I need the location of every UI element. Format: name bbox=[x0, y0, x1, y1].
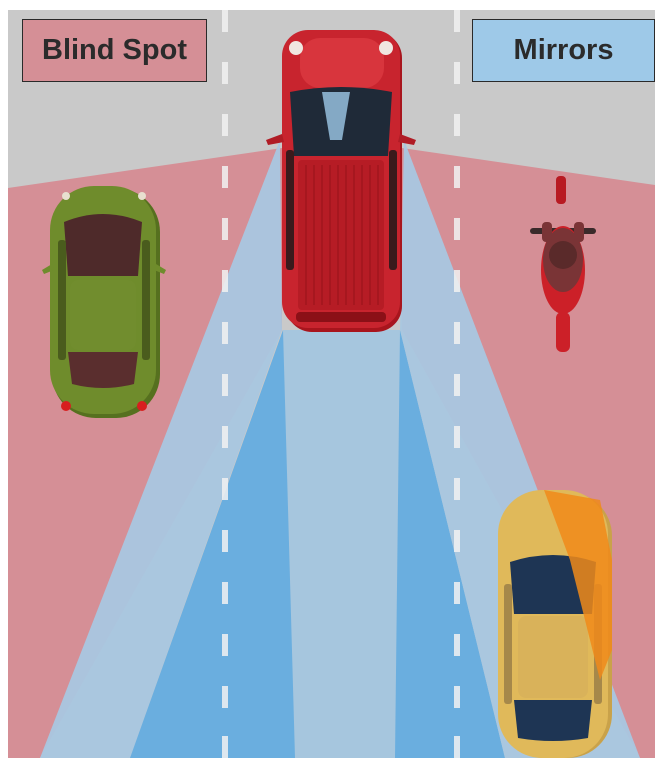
lane-marking-right bbox=[454, 10, 460, 758]
right-yellow-car bbox=[498, 490, 612, 758]
ego-van bbox=[266, 30, 416, 332]
legend-blind-spot: Blind Spot bbox=[22, 19, 207, 82]
left-green-car bbox=[42, 186, 166, 418]
lane-marking-left bbox=[222, 10, 228, 758]
legend-mirrors: Mirrors bbox=[472, 19, 655, 82]
